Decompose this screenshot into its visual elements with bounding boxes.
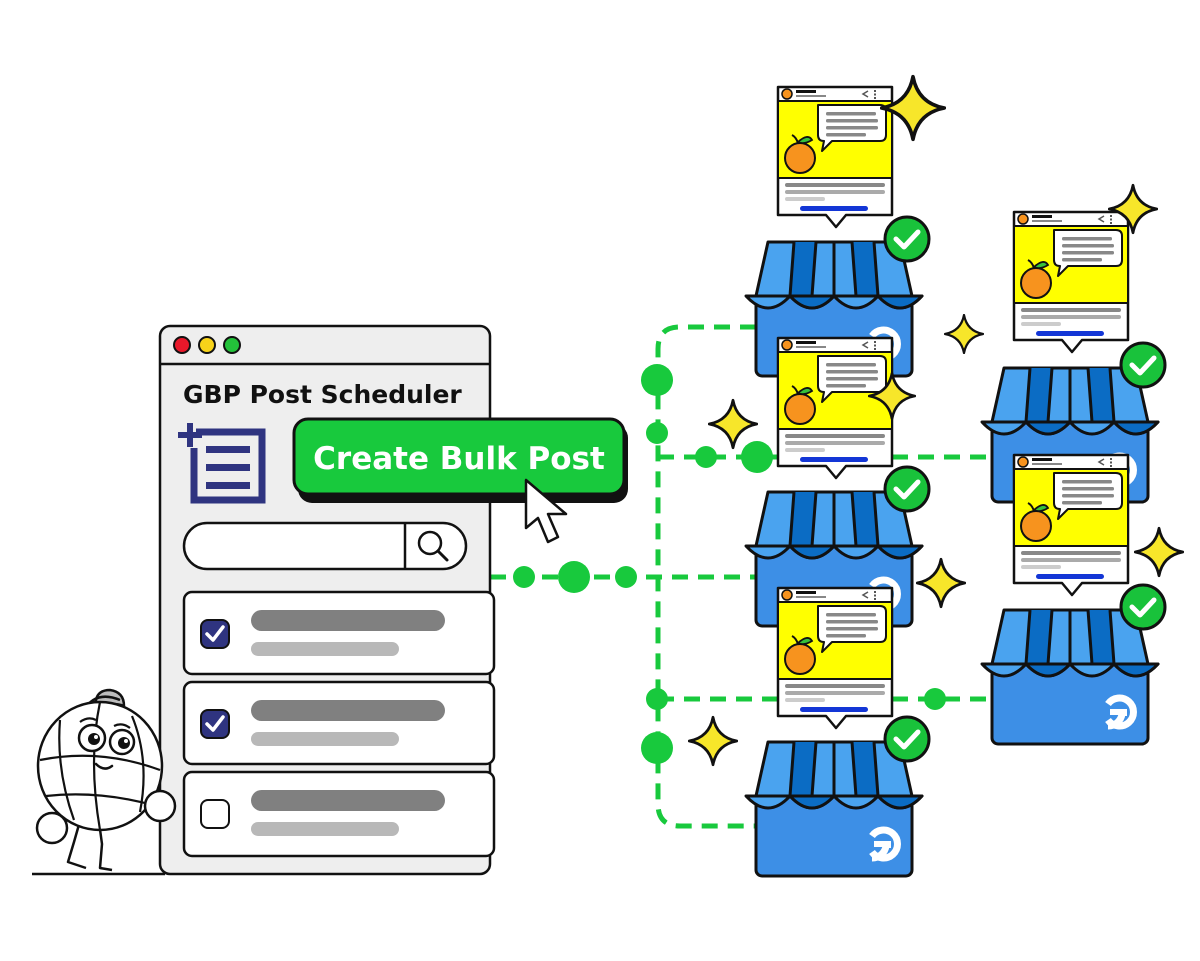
- add-list-icon[interactable]: [178, 423, 266, 504]
- sparkle-icon: [688, 715, 738, 767]
- sparkle-icon: [944, 314, 984, 354]
- storefront-3: [746, 742, 922, 876]
- minimize-window-button[interactable]: [198, 336, 216, 354]
- pointer-cursor-icon: [524, 478, 568, 544]
- post-card: [776, 336, 894, 480]
- check-icon: [885, 217, 929, 261]
- check-icon: [1121, 343, 1165, 387]
- sparkle-icon: [916, 557, 966, 609]
- search-icon[interactable]: [417, 530, 449, 562]
- post-card: [776, 85, 894, 229]
- list-item[interactable]: [182, 680, 496, 766]
- post-card: [776, 586, 894, 730]
- checkbox[interactable]: [200, 709, 230, 739]
- list-item[interactable]: [182, 770, 496, 858]
- maximize-window-button[interactable]: [223, 336, 241, 354]
- sparkle-icon: [708, 398, 758, 450]
- sparkle-icon: [1134, 526, 1184, 578]
- orange-mascot: [35, 688, 177, 872]
- connector-nodes: [513, 364, 946, 764]
- close-window-button[interactable]: [173, 336, 191, 354]
- storefront-5: [982, 610, 1158, 744]
- create-bulk-post-button[interactable]: Create Bulk Post: [292, 417, 628, 503]
- window-title: GBP Post Scheduler: [183, 380, 462, 409]
- app-window: GBP Post Scheduler: [158, 324, 496, 876]
- list-item[interactable]: [182, 590, 496, 676]
- post-card: [1012, 453, 1130, 597]
- check-icon: [1121, 585, 1165, 629]
- check-icon: [885, 467, 929, 511]
- create-bulk-post-label: Create Bulk Post: [313, 441, 605, 477]
- post-card: [1012, 210, 1130, 354]
- search-input[interactable]: [182, 521, 468, 571]
- check-icon: [885, 717, 929, 761]
- checkbox[interactable]: [200, 619, 230, 649]
- checkbox[interactable]: [200, 799, 230, 829]
